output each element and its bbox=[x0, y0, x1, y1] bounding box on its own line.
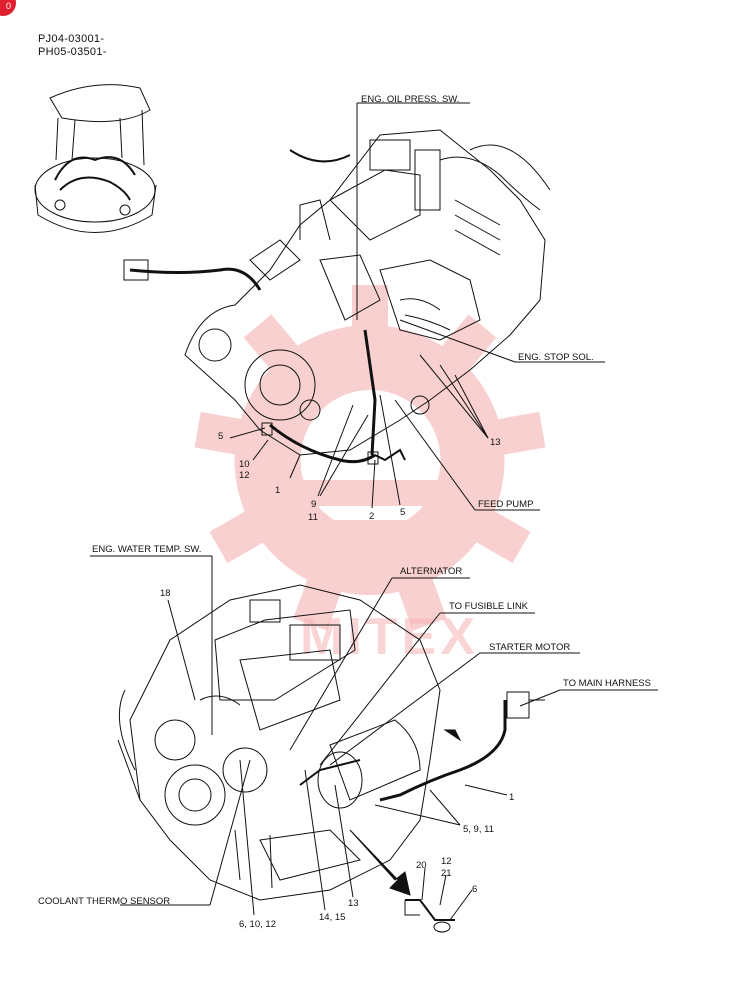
part-number-9: 9 bbox=[311, 499, 317, 510]
label-coolant-thermo-sensor: COOLANT THERMO SENSOR bbox=[38, 896, 171, 907]
serial-range-2: PH05-03501- bbox=[38, 46, 107, 58]
part-number-12: 12 bbox=[239, 470, 250, 481]
badge-label: 0 bbox=[5, 1, 11, 11]
part-number-21: 21 bbox=[441, 868, 452, 879]
engine-top-view bbox=[123, 102, 605, 511]
label-eng-stop-sol: ENG. STOP SOL. bbox=[518, 352, 594, 363]
machine-inset-view bbox=[34, 84, 157, 233]
part-number-12-bottom: 12 bbox=[441, 856, 452, 867]
label-to-main-harness: TO MAIN HARNESS bbox=[563, 678, 651, 689]
part-number-10: 10 bbox=[239, 459, 250, 470]
label-starter-motor: STARTER MOTOR bbox=[489, 642, 571, 653]
part-number-6: 6 bbox=[472, 884, 478, 895]
part-number-2: 2 bbox=[369, 511, 375, 522]
label-eng-oil-press-sw: ENG. OIL PRESS. SW. bbox=[361, 94, 460, 105]
part-number-13-top: 13 bbox=[490, 437, 501, 448]
label-alternator: ALTERNATOR bbox=[400, 566, 463, 577]
part-number-14-15: 14, 15 bbox=[319, 912, 346, 923]
serial-range-1: PJ04-03001- bbox=[38, 33, 105, 45]
page-corner-badge: 0 bbox=[0, 0, 16, 16]
part-number-5-right: 5 bbox=[400, 507, 406, 518]
part-number-18: 18 bbox=[160, 588, 171, 599]
part-number-6-10-12: 6, 10, 12 bbox=[239, 919, 276, 930]
watermark-text: MITEX bbox=[300, 608, 479, 666]
part-number-5-9-11: 5, 9, 11 bbox=[463, 824, 494, 835]
part-number-5-left: 5 bbox=[218, 431, 224, 442]
part-number-1-top: 1 bbox=[275, 485, 281, 496]
part-number-13-bottom: 13 bbox=[348, 898, 359, 909]
label-eng-water-temp-sw: ENG. WATER TEMP. SW. bbox=[92, 544, 202, 555]
part-number-1-bottom: 1 bbox=[509, 792, 515, 803]
part-number-20: 20 bbox=[416, 860, 427, 871]
engine-bottom-view bbox=[90, 555, 658, 933]
label-feed-pump: FEED PUMP bbox=[478, 499, 534, 510]
part-number-11: 11 bbox=[308, 512, 318, 523]
label-to-fusible-link: TO FUSIBLE LINK bbox=[449, 601, 529, 612]
